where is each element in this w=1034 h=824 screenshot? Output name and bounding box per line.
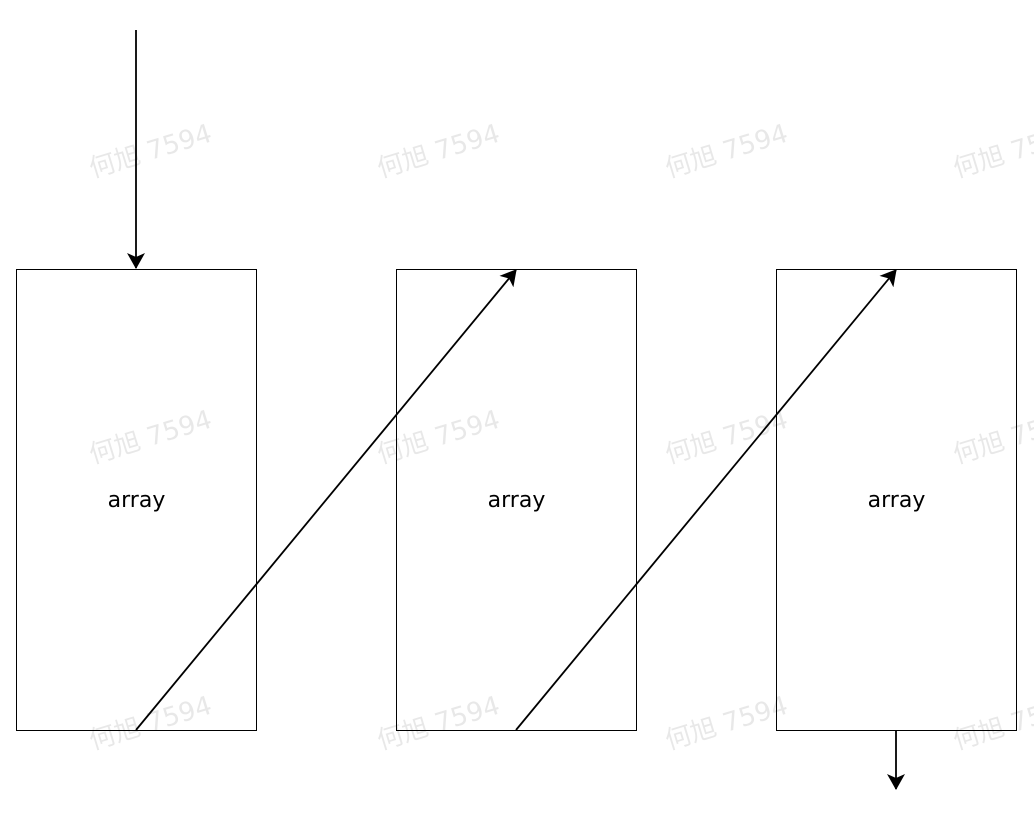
array-box-label: array xyxy=(107,487,166,513)
link-arrow-2-to-3 xyxy=(515,269,897,731)
link-arrow-1-to-2 xyxy=(135,269,517,731)
array-box-label: array xyxy=(487,487,546,513)
array-box-label: array xyxy=(867,487,926,513)
array-box-1: array xyxy=(16,269,257,731)
